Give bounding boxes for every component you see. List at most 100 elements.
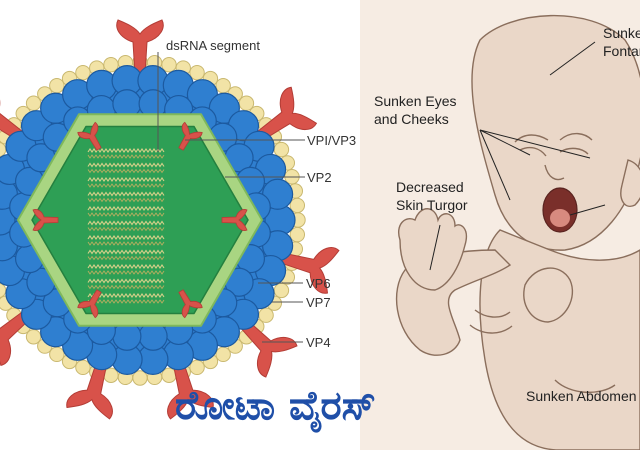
vp7-dot [289,197,306,214]
label-vp6: VP6 [306,276,331,291]
dsrna-strand-pair [87,270,165,275]
infant-head [471,14,640,251]
dsrna-strand [87,235,165,240]
skin-fold-1 [474,309,511,318]
vp1-vp3-inner-spikes [32,121,248,319]
label-vp4: VP4 [306,335,331,350]
vp4-spike-shape [66,358,113,420]
vp7-dot [49,77,65,94]
dsrna-strand [87,220,165,226]
symptom-leaders [429,41,606,271]
vp1-vp3-spike-shape [32,209,59,231]
vp1-vp3-spike [77,121,102,151]
dsrna-strand-pair [87,226,165,232]
infant-face-features [469,132,616,394]
dehydration-infant-illustration: Sunken Fontanelle Sunken Eyes and Cheeks… [360,0,640,450]
vp7-dot [273,282,290,299]
label-skin-turgor-line1: Decreased [396,179,464,195]
infant-hand-pinch [398,208,467,291]
dsrna-strand-pair [87,241,165,246]
dsrna-strand-pair [87,299,165,304]
label-vp7: VP7 [306,295,331,310]
vp4-spike [116,19,164,76]
vp1-vp3-spike [77,289,102,319]
vp4-spike [278,247,340,294]
vp4-spike-shape [116,19,164,76]
turgor-leader [429,224,441,271]
rotavirus-title-kannada: ರೋಟಾ ವೈರಸ್ [175,383,376,429]
vp4-spike [0,86,25,142]
label-sunken-fontanelle-line1: Sunken [603,25,640,41]
vp4-spike [66,358,113,420]
infant-fist [523,267,574,323]
vp7-dot [189,64,205,81]
vp4-spike-shape [167,358,214,420]
vp4-spike-shape [238,318,298,378]
label-sunken-eyes-line2: and Cheeks [374,111,449,127]
vp4-spike-shape [278,247,340,294]
label-sunken-fontanelle-line2: Fontanelle [603,43,640,59]
dsrna-strand-pair [87,284,165,290]
vp1-vp3-spike [178,289,203,319]
inner-core-hexagon [31,125,249,315]
dsrna-strand-pair [87,168,165,174]
dsrna-strand-pair [87,197,165,203]
dsrna-strand-pair [87,255,165,261]
eye-left [519,146,547,157]
dsrna-strand [87,264,165,269]
vp7-dot [273,141,290,158]
vp7-dot [189,359,205,376]
dsrna-strand [87,206,165,211]
vp7-dot [75,359,91,376]
infant-tongue [550,209,570,227]
dsrna-strand [87,162,165,168]
vp7-dot [75,64,91,81]
dsrna-segments [87,148,165,304]
vp1-vp3-spike [178,121,203,151]
vp1-vp3-spike [221,209,248,231]
label-lines [157,52,305,343]
vp1-vp3-spike-shape [77,121,102,151]
abdomen-curve [554,379,616,394]
vp4-spike-shape [255,86,318,142]
vp1-vp3-spike-shape [178,289,203,319]
label-skin-turgor-line2: Skin Turgor [396,197,468,213]
brow-right [559,132,593,141]
eyes-leader-2 [479,129,511,201]
vp4-spike [238,318,298,378]
vp7-dot [215,346,231,363]
label-dsrna-segment: dsRNA segment [166,38,260,53]
dsrna-strand [87,249,165,255]
dsrna-strand-pair [87,154,165,159]
vp4-spike [255,86,318,142]
vp1-vp3-spike-shape [178,121,203,151]
infant-torso [479,229,640,450]
dsrna-strand-pair [87,183,165,188]
vp4-spike-shape [0,86,25,142]
eyes-leader-1 [479,129,531,156]
vp7-dot [161,56,177,73]
dsrna-strand-pair [87,212,165,217]
dsrna-strand [87,293,165,298]
vp4-spikes [0,19,340,420]
vp1-vp3-spike-shape [221,209,248,231]
label-sunken-abdomen: Sunken Abdomen [526,388,637,404]
infant-figure [395,14,640,450]
mouth-leader [569,204,606,216]
skin-fold-2 [469,324,513,334]
dsrna-strand [87,177,165,182]
fontanelle-leader [549,41,596,76]
vp4-spike-shape [0,308,33,367]
label-vp1-vp3: VPI/VP3 [307,133,356,148]
dsrna-strand [87,191,165,197]
label-sunken-eyes-line1: Sunken Eyes [374,93,457,109]
vp4-spike [167,358,214,420]
vp1-vp3-spike [32,209,59,231]
vp1-vp3-spike-shape [77,289,102,319]
rotavirus-diagram: dsRNA segment VPI/VP3 VP2 VP6 VP7 VP4 [0,19,356,420]
vp7-dot [132,370,148,386]
label-vp2: VP2 [307,170,332,185]
vp4-spike [0,308,33,367]
nose [544,164,565,181]
